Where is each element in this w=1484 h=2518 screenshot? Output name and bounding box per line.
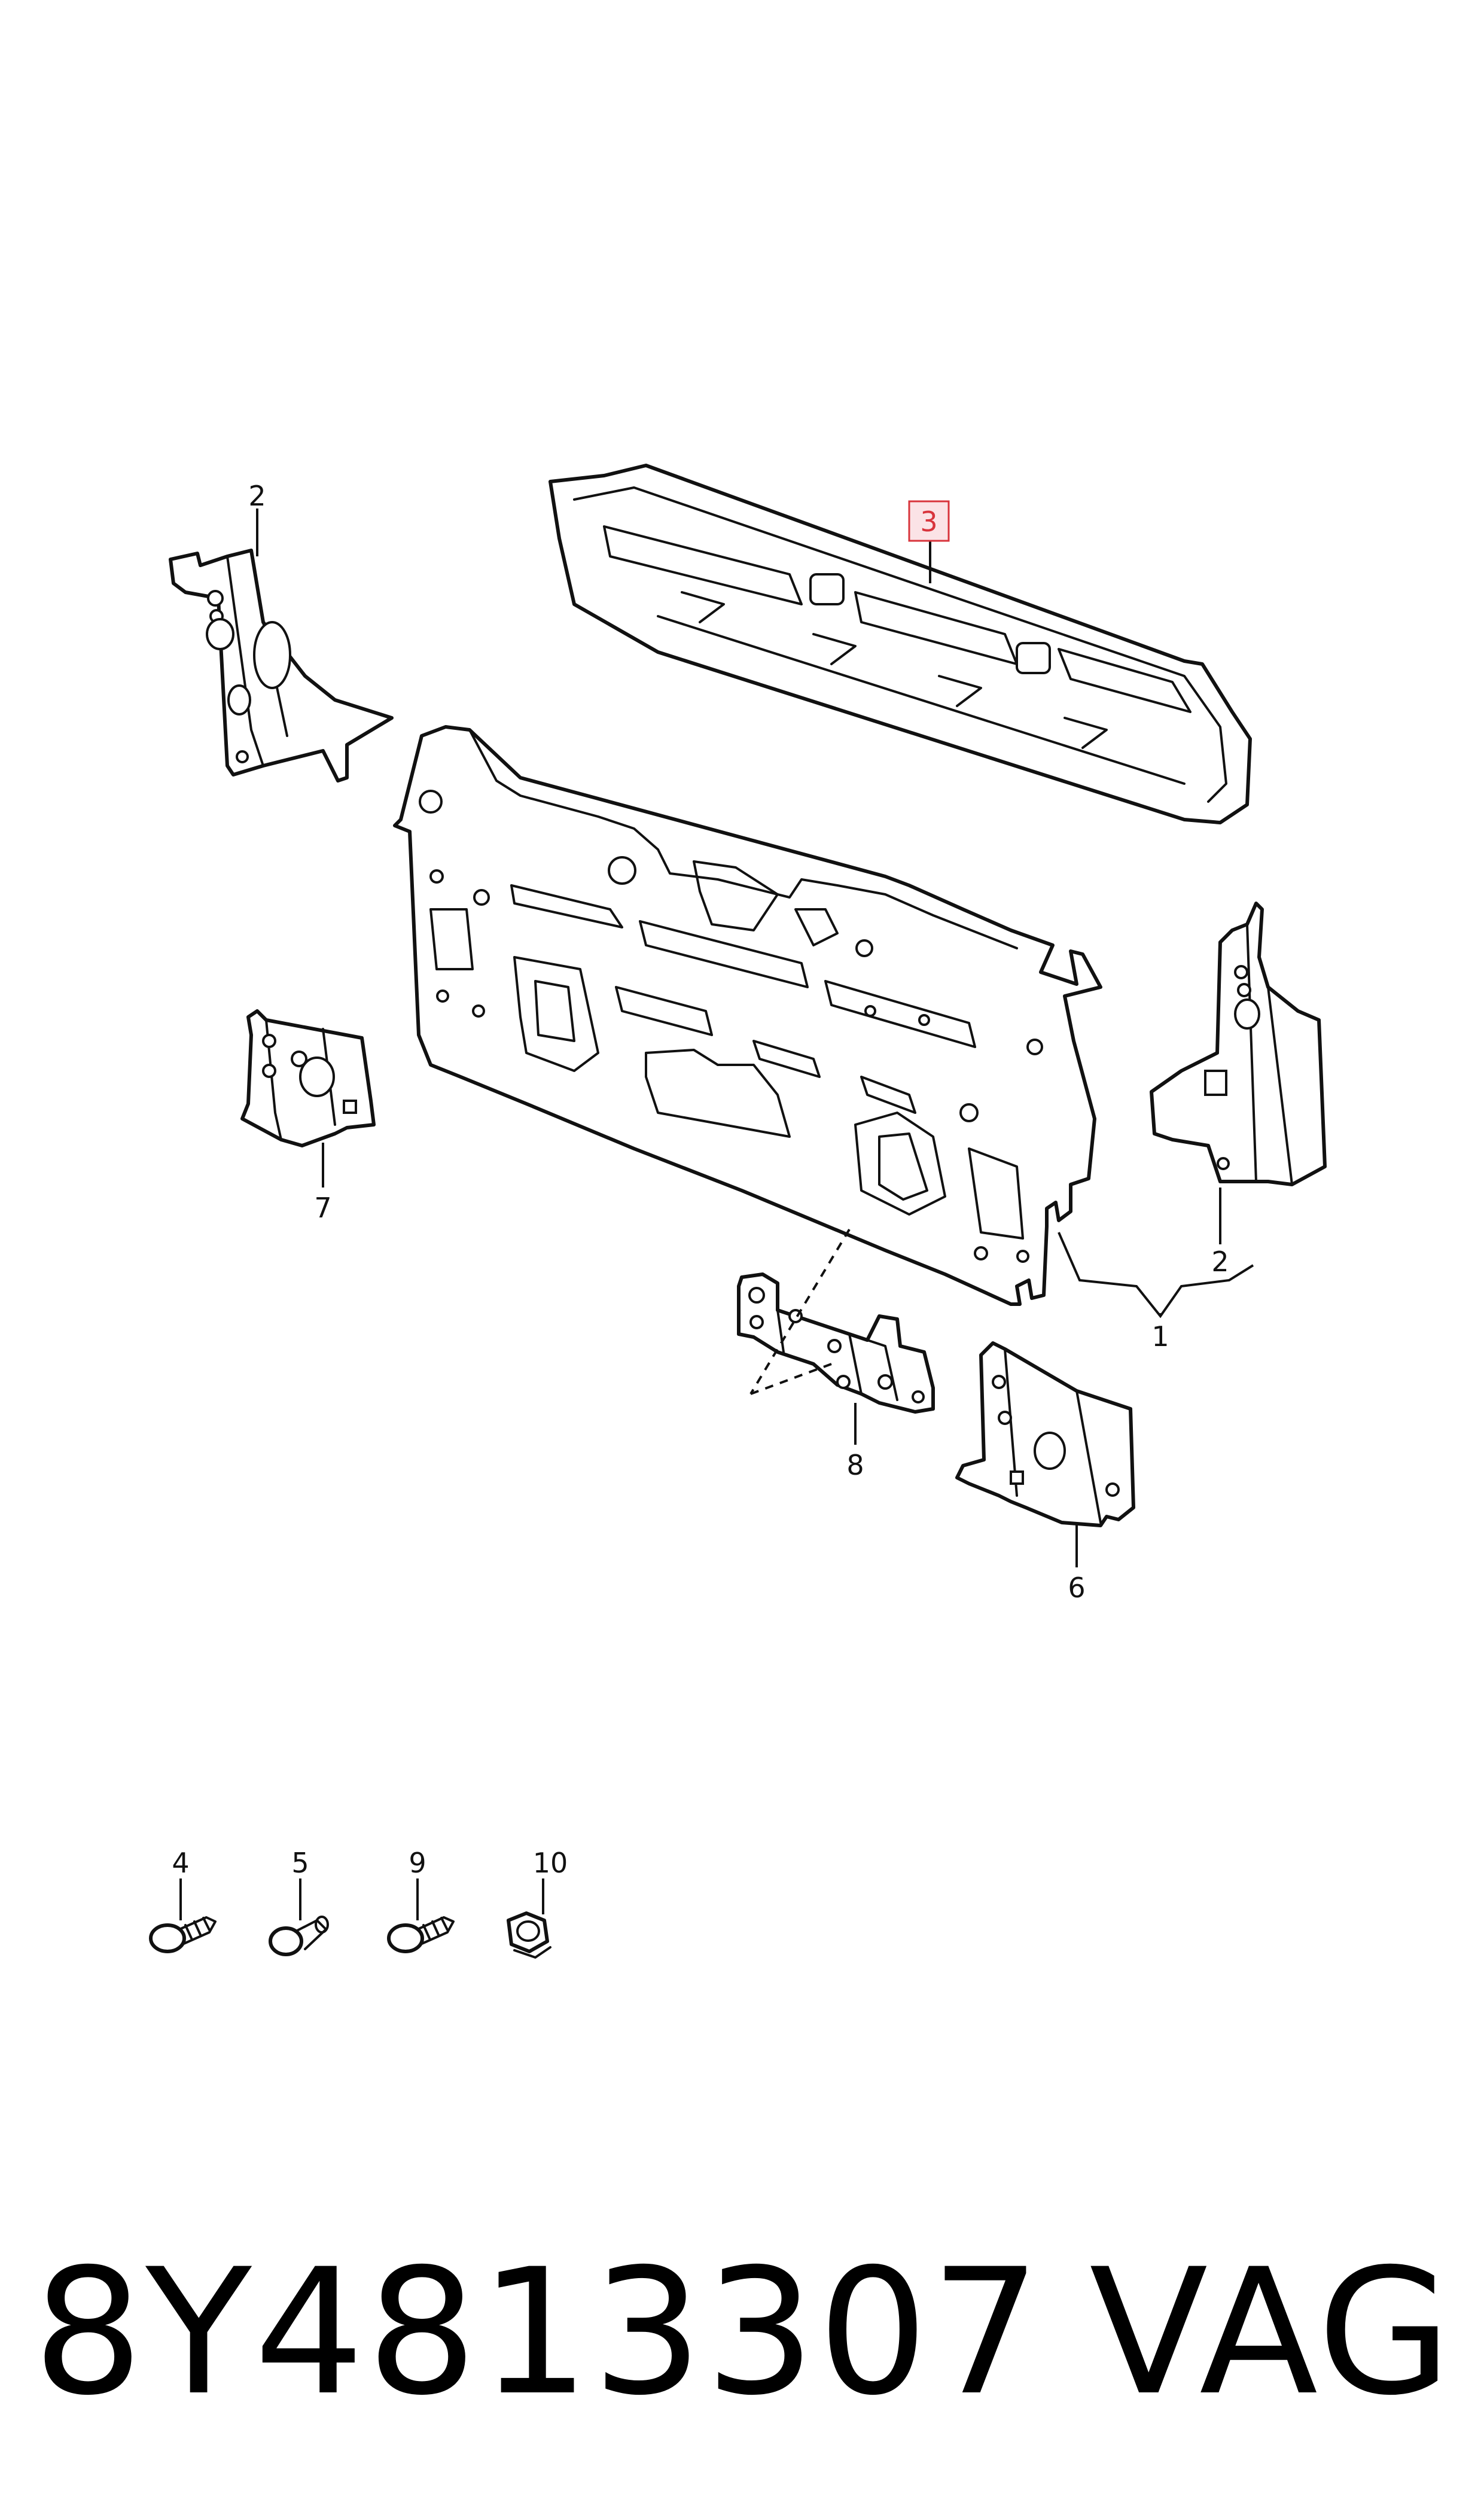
- callout-3-highlight: [908, 500, 950, 542]
- assembly-line-a: [749, 1228, 851, 1395]
- part-8-center-bracket[interactable]: [737, 1272, 935, 1414]
- part-3-cross-member[interactable]: [548, 464, 1252, 824]
- part-2-right-bracket[interactable]: [1150, 902, 1327, 1186]
- callout-2-right: 2: [1211, 1246, 1229, 1278]
- callout-4: 4: [172, 1847, 189, 1879]
- part-7-left-lower-bracket[interactable]: [240, 1009, 376, 1147]
- callout-10: 10: [533, 1847, 568, 1879]
- callout-1: 1: [1151, 1320, 1169, 1353]
- part-9-screw[interactable]: [387, 1916, 455, 1953]
- callout-7: 7: [314, 1192, 331, 1224]
- part-number: 8Y4813307: [33, 2232, 1044, 2434]
- part-6-right-lower-bracket[interactable]: [955, 1341, 1135, 1527]
- callout-3[interactable]: 3: [920, 506, 937, 538]
- part-info-footer: 8Y4813307 VAG: [0, 2208, 1484, 2459]
- part-4-screw[interactable]: [149, 1916, 217, 1953]
- exploded-parts-diagram: 2 3 7 2 1 8 6 4 5 9 10: [149, 464, 1327, 1959]
- callout-5: 5: [291, 1847, 309, 1879]
- part-10-nut[interactable]: [507, 1911, 551, 1959]
- part-1-rear-panel[interactable]: [393, 725, 1102, 1306]
- part-2-left-bracket[interactable]: [169, 549, 394, 783]
- part-5-rivet[interactable]: [269, 1916, 329, 1956]
- callout-8: 8: [846, 1449, 864, 1481]
- callout-9: 9: [409, 1847, 426, 1879]
- callout-2-left: 2: [248, 480, 266, 512]
- callout-6: 6: [1068, 1572, 1085, 1604]
- brand-name: VAG: [1089, 2232, 1454, 2434]
